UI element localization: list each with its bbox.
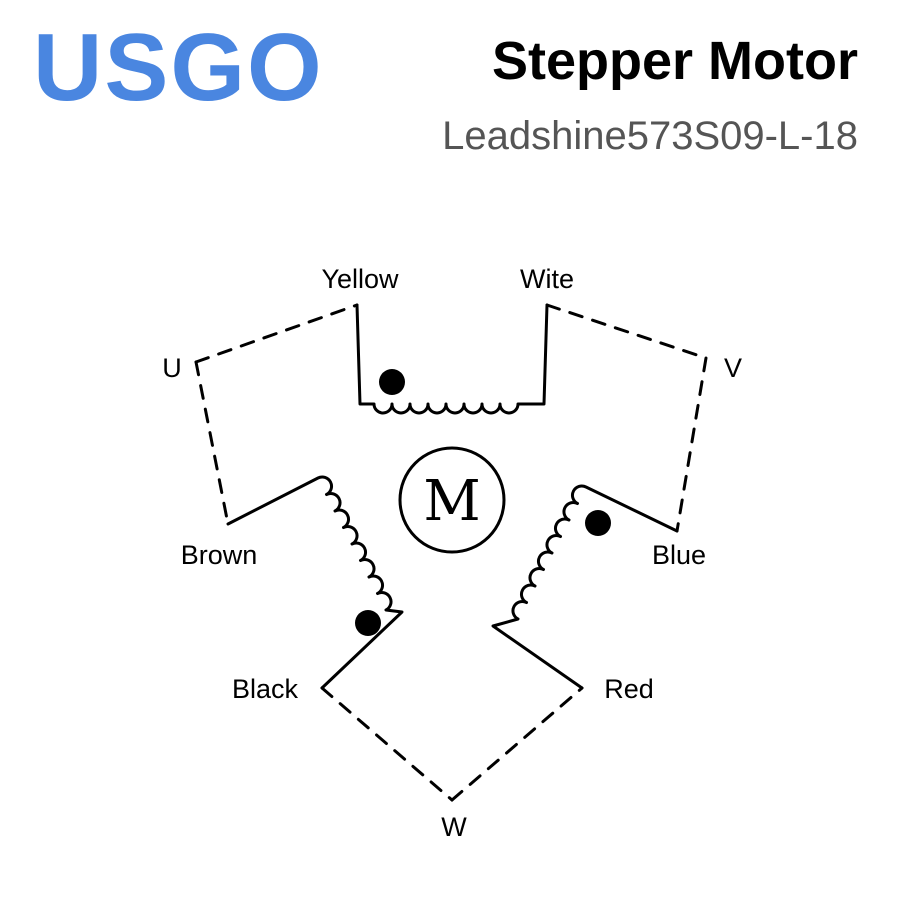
- polarity-dot-top: [379, 369, 405, 395]
- usgo-logo: USGO: [33, 14, 324, 121]
- motor-circle: [398, 446, 506, 554]
- connection-w-red: [450, 686, 584, 802]
- connection-v-white: [545, 303, 708, 360]
- label-red: Red: [604, 674, 654, 704]
- label-brown: Brown: [181, 540, 258, 570]
- label-blue: Blue: [652, 540, 706, 570]
- connection-v-blue: [675, 356, 708, 533]
- coil-left: [226, 475, 404, 690]
- label-terminal-u: U: [162, 353, 182, 383]
- label-black: Black: [232, 674, 299, 704]
- coil-right: [491, 484, 679, 690]
- label-yellow: Yellow: [321, 264, 399, 294]
- label-terminal-w: W: [441, 812, 467, 842]
- polarity-dot-left: [355, 610, 381, 636]
- motor-symbol: M: [423, 469, 480, 534]
- dashed-connections: [194, 303, 708, 802]
- label-white: Wite: [520, 264, 574, 294]
- model-number: Leadshine573S09-L-18: [442, 114, 858, 158]
- polarity-dot-right: [585, 510, 611, 536]
- connection-u-yellow: [194, 303, 359, 364]
- connection-w-black: [320, 686, 454, 802]
- coil-top: [355, 303, 549, 415]
- label-terminal-v: V: [724, 353, 742, 383]
- page-title: Stepper Motor: [491, 31, 858, 91]
- connection-u-brown: [194, 360, 230, 526]
